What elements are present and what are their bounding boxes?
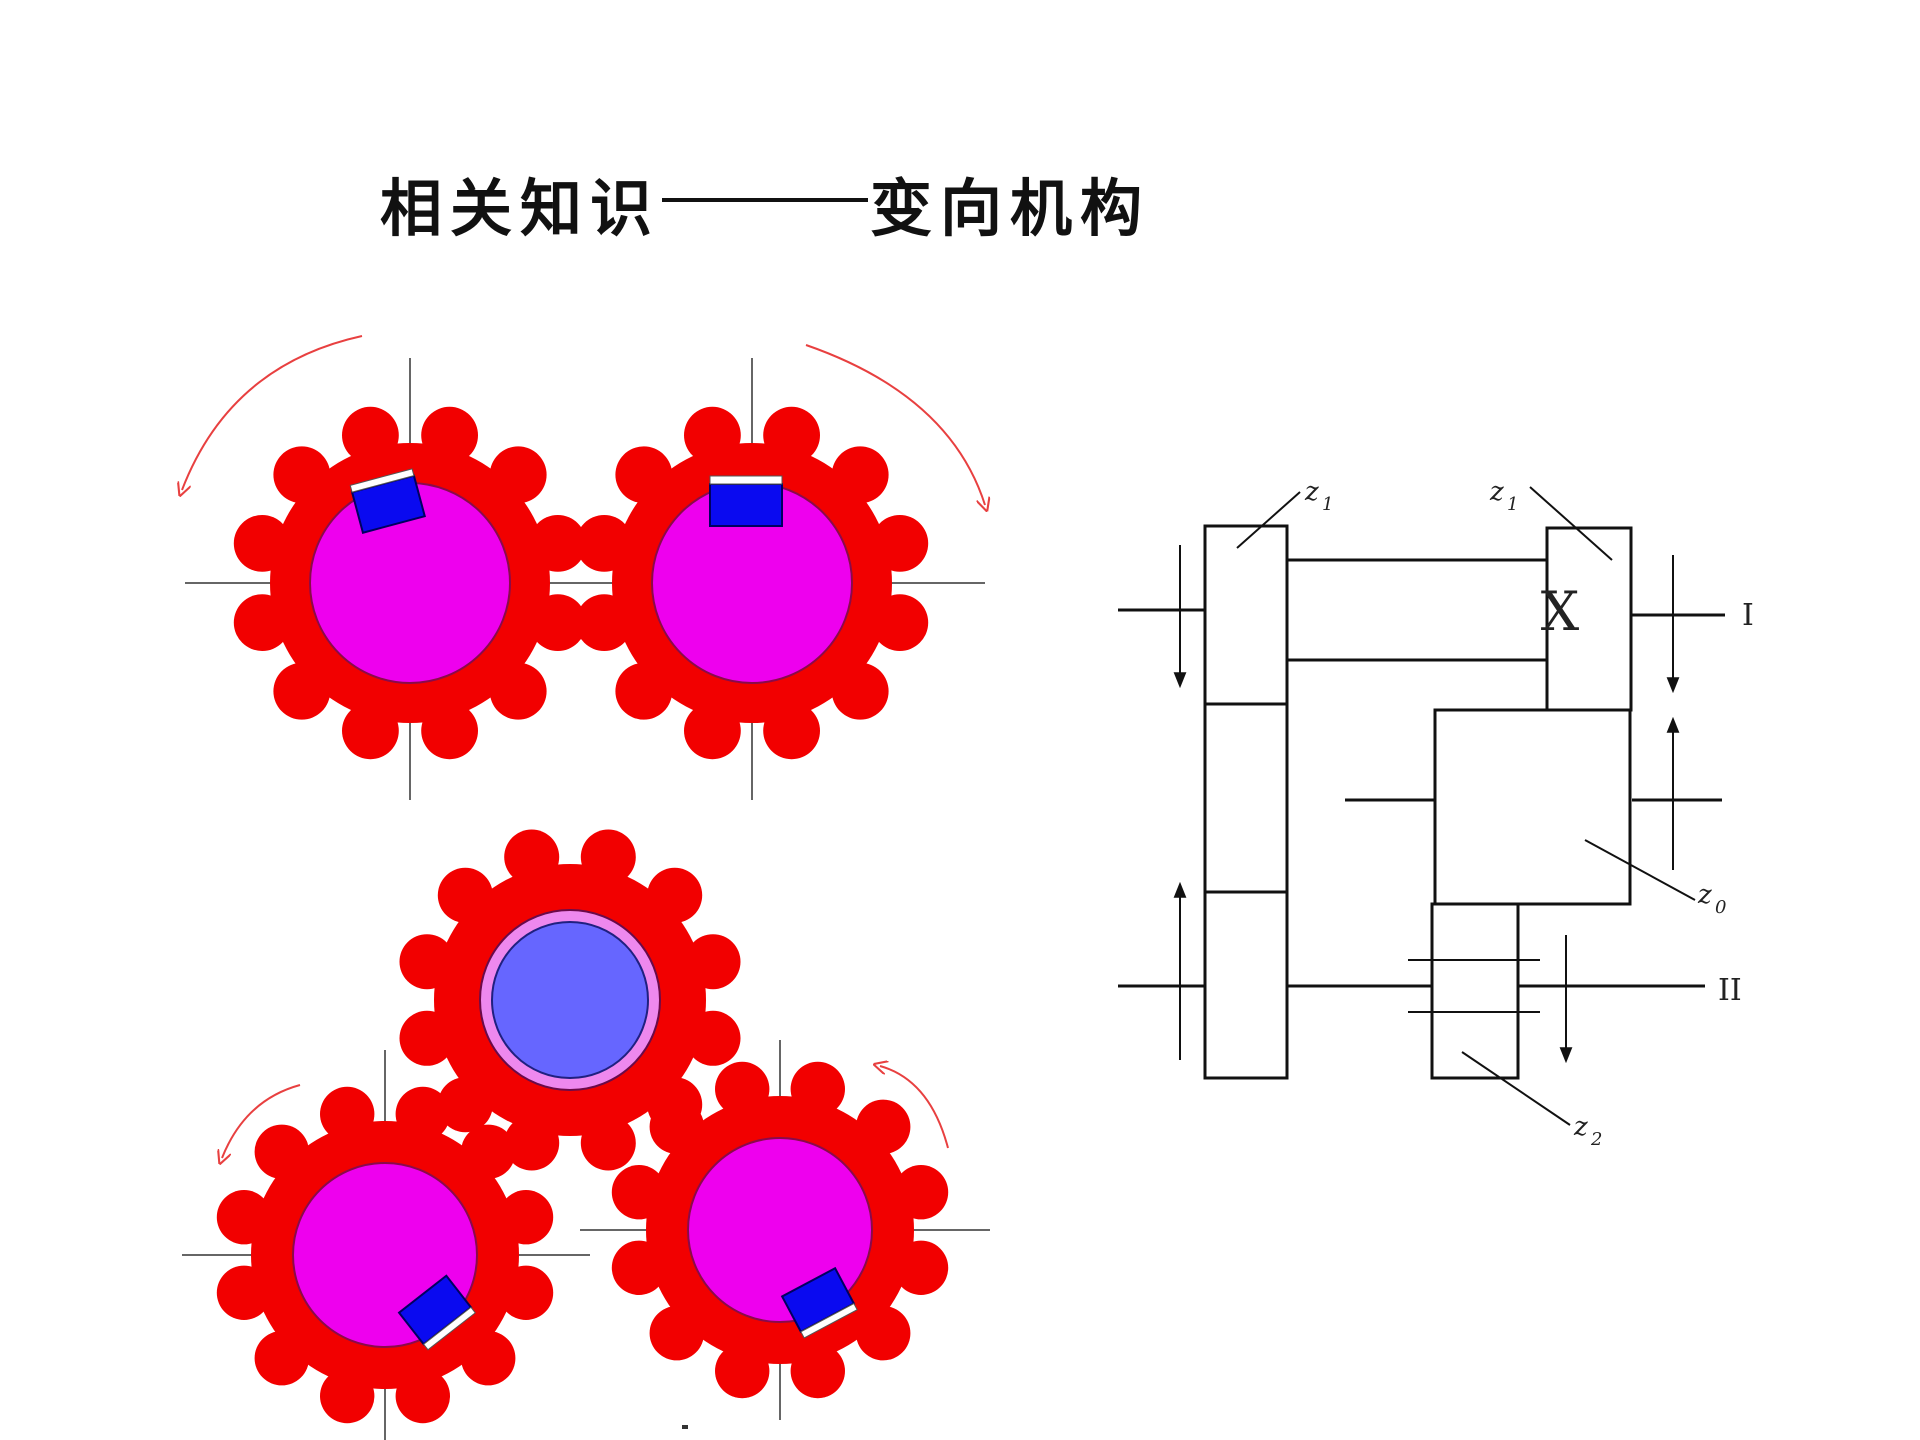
gear-left-top — [233, 406, 587, 760]
gear-right-top-key — [709, 475, 783, 527]
page-title: 相关知识 变向机构 — [380, 158, 1150, 248]
rotation-arrow-top-right — [805, 344, 985, 505]
swing-arm-label: X — [1541, 580, 1580, 643]
leader-lines — [1236, 486, 1696, 1126]
gear-z1-left — [1203, 524, 1289, 706]
swing-arm-box — [1285, 558, 1549, 662]
title-left: 相关知识 — [380, 172, 661, 245]
label-z2: z 2 — [1573, 1112, 1602, 1150]
gear-pair-top — [182, 335, 985, 800]
gear-right-bottom-key — [780, 1266, 858, 1339]
svg-text:z: z — [1489, 477, 1504, 507]
title-dash — [662, 197, 869, 202]
svg-text:1: 1 — [1322, 494, 1333, 515]
svg-text:1: 1 — [1507, 494, 1518, 515]
title-right: 变向机构 — [870, 172, 1151, 245]
label-z1-left: z 1 — [1304, 477, 1333, 515]
svg-text:z: z — [1697, 880, 1712, 910]
svg-text:0: 0 — [1715, 897, 1726, 918]
gear-left-bottom-key — [397, 1274, 476, 1351]
rotation-arrow-top-left — [182, 335, 363, 490]
gear-z2 — [1430, 902, 1520, 1080]
gear-center-bottom-hub — [491, 921, 649, 1079]
gear-right-bottom-teeth — [611, 1061, 949, 1399]
shaft-ii-label: II — [1718, 973, 1742, 1008]
gear-right-top — [575, 406, 929, 760]
gear-right-bottom — [611, 1061, 949, 1399]
gear-left-top-key — [349, 468, 426, 534]
gear-z1-right — [1545, 526, 1633, 712]
gear-center-bottom — [399, 829, 741, 1171]
svg-text:z: z — [1304, 477, 1319, 507]
gear-left-bottom — [216, 1086, 554, 1424]
label-z0: z 0 — [1697, 880, 1726, 918]
kinematic-schematic — [1118, 486, 1725, 1126]
shaft-i-label: I — [1742, 598, 1754, 633]
svg-text:z: z — [1573, 1112, 1588, 1142]
gear-z0 — [1433, 708, 1632, 906]
svg-text:2: 2 — [1590, 1129, 1602, 1150]
rotation-arrow-bottom-right — [880, 1066, 949, 1149]
direction-arrows — [1173, 545, 1680, 1064]
rotation-arrow-bottom-left — [222, 1084, 301, 1158]
label-z1-right: z 1 — [1489, 477, 1518, 515]
gear-triple-bottom — [182, 829, 990, 1440]
bottom-dot-mark — [682, 1425, 688, 1429]
